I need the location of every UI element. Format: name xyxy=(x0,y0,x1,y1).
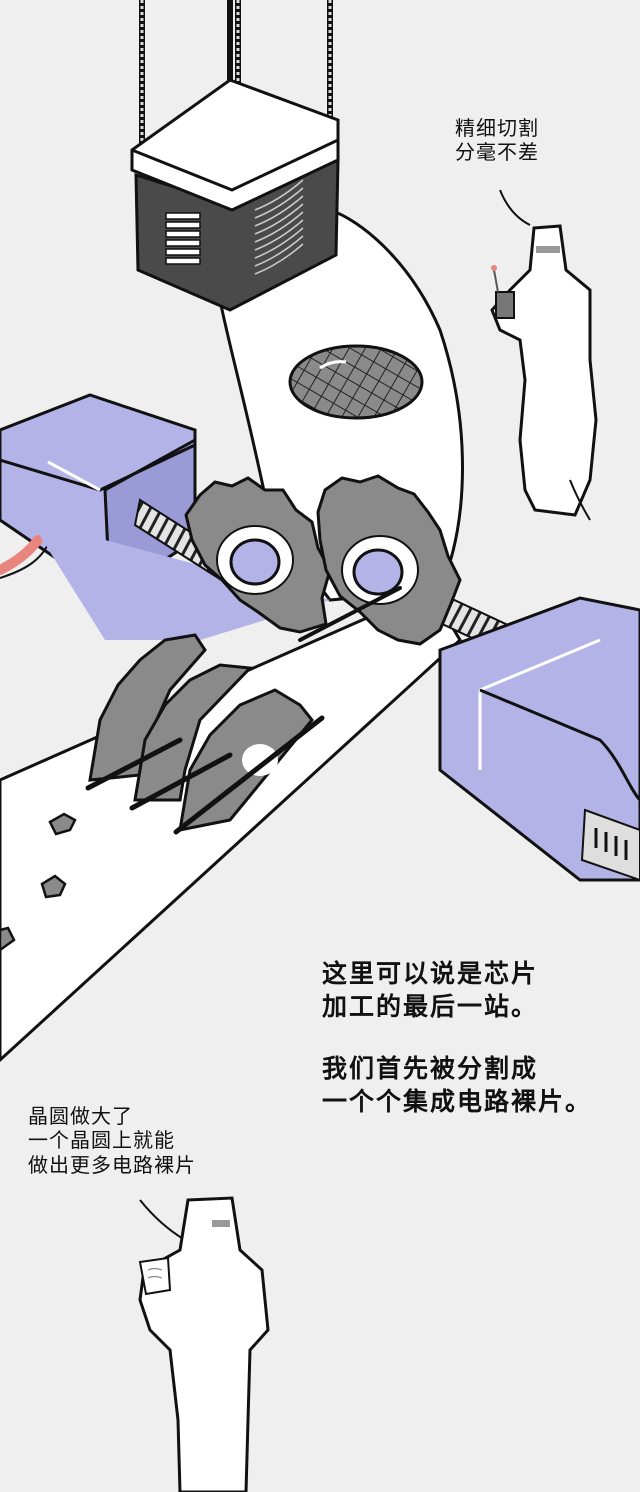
speech-bubble-top-right: 精细切割 分毫不差 xyxy=(455,116,539,165)
narration-line: 我们首先被分割成 xyxy=(322,1054,539,1083)
narration-line: 加工的最后一站。 xyxy=(322,991,539,1021)
saw-blade-1 xyxy=(184,476,332,634)
saw-blade-2 xyxy=(316,474,462,646)
saw-blades-in-belt xyxy=(85,633,325,835)
speech-line: 精细切割 xyxy=(455,116,539,140)
narration-line: 一个个集成电路裸片。 xyxy=(322,1086,593,1116)
cleanroom-worker-with-note xyxy=(138,1196,270,1492)
cut-dies xyxy=(0,812,77,952)
cleanroom-worker-with-remote xyxy=(490,189,598,521)
speech-line: 分毫不差 xyxy=(455,140,539,165)
vent-panel xyxy=(580,808,640,882)
die-1 xyxy=(48,812,77,836)
dicing-machine-right xyxy=(438,596,640,882)
speech-bubble-bottom-left: 晶圆做大了 一个晶圆上就能 做出更多电路裸片 xyxy=(28,1104,196,1177)
speech-line: 晶圆做大了 xyxy=(28,1104,133,1128)
speech-line: 一个晶圆上就能 xyxy=(28,1128,175,1153)
belt-slots xyxy=(298,586,402,642)
die-2 xyxy=(40,874,67,899)
paragraph-gap xyxy=(322,1023,592,1053)
speech-line: 做出更多电路裸片 xyxy=(28,1152,196,1177)
narration-caption: 这里可以说是芯片 加工的最后一站。 我们首先被分割成 一个个集成电路裸片。 xyxy=(322,958,592,1118)
wafer-cassette xyxy=(130,78,340,312)
die-3 xyxy=(0,926,16,952)
stacked-wafers xyxy=(254,179,304,275)
vent-slots xyxy=(165,212,201,265)
silicon-wafer xyxy=(288,344,424,420)
narration-line: 这里可以说是芯片 xyxy=(322,959,539,988)
